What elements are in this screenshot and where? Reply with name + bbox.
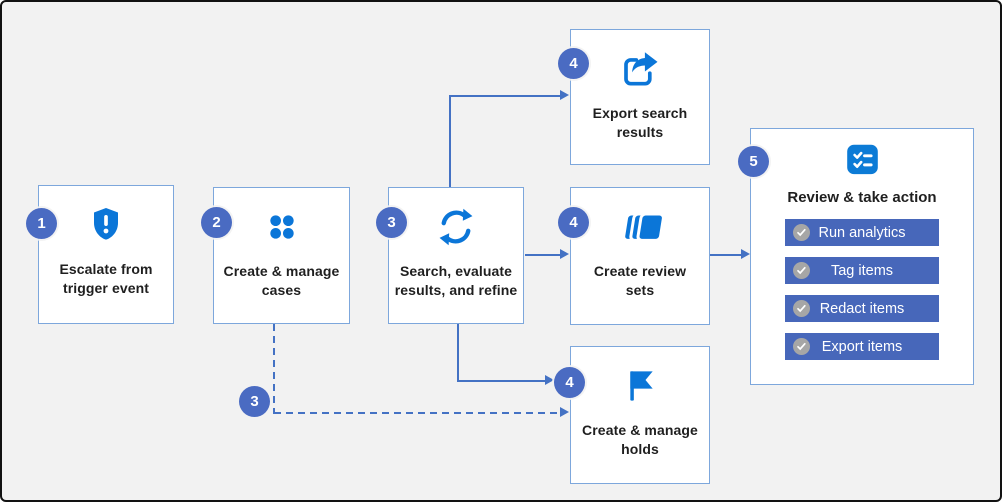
node-label: Create & manage holds — [582, 422, 698, 457]
review-take-action-title: Review & take action — [787, 189, 937, 206]
node-export-search-results: Export search results — [570, 29, 710, 165]
checklist-icon — [844, 141, 881, 179]
step-badge-2: 2 — [201, 207, 232, 238]
step-badge-1: 1 — [26, 208, 57, 239]
step-badge-3: 3 — [376, 207, 407, 238]
flag-icon — [620, 363, 660, 409]
node-create-manage-cases: Create & manage cases — [213, 187, 350, 324]
connector-search-to-holds-horizontal — [457, 380, 545, 382]
action-label: Redact items — [819, 300, 905, 317]
grid-dots-icon — [262, 204, 302, 250]
node-escalate-from-trigger-event: Escalate from trigger event — [38, 185, 174, 324]
node-label: Search, evaluate results, and refine — [394, 263, 518, 298]
node-label: Export search results — [592, 105, 688, 140]
arrowhead-to-holds — [545, 375, 554, 385]
action-label: Run analytics — [818, 224, 906, 241]
action-label: Tag items — [830, 262, 894, 279]
check-circle-icon — [793, 224, 810, 241]
connector-search-to-export-vertical — [449, 96, 451, 188]
stacked-cards-icon — [618, 204, 662, 250]
node-label: Escalate from trigger event — [59, 261, 153, 296]
action-label: Export items — [821, 338, 903, 355]
node-search-evaluate-refine: Search, evaluate results, and refine — [388, 187, 524, 324]
node-review-take-action: Review & take action Run analytics Tag i… — [750, 128, 974, 385]
connector-reviewsets-to-review — [710, 254, 741, 256]
check-circle-icon — [793, 262, 810, 279]
step-badge-5: 5 — [738, 146, 769, 177]
step-badge-4-reviewsets: 4 — [558, 207, 589, 238]
step-badge-4-holds: 4 — [554, 367, 585, 398]
step-badge-3-dashed-connector: 3 — [239, 386, 270, 417]
connector-search-to-holds-vertical — [457, 324, 459, 381]
step-badge-4-export: 4 — [558, 48, 589, 79]
share-export-icon — [619, 46, 661, 92]
connector-search-to-reviewsets — [525, 254, 560, 256]
shield-alert-icon — [86, 202, 126, 248]
arrowhead-to-review-sets — [560, 249, 569, 259]
node-label: Create review sets — [593, 263, 687, 298]
node-create-manage-holds: Create & manage holds — [570, 346, 710, 484]
arrowhead-to-review-action — [741, 249, 750, 259]
dashed-connector-cases-to-holds-vertical — [273, 324, 275, 414]
arrowhead-dashed-to-holds — [560, 407, 569, 417]
connector-search-to-export-horizontal — [449, 95, 560, 97]
check-circle-icon — [793, 338, 810, 355]
tag-items-button: Tag items — [785, 257, 939, 284]
review-actions-list: Run analytics Tag items Redact items Exp… — [785, 219, 939, 360]
node-create-review-sets: Create review sets — [570, 187, 710, 325]
run-analytics-button: Run analytics — [785, 219, 939, 246]
arrowhead-to-export-search — [560, 90, 569, 100]
redact-items-button: Redact items — [785, 295, 939, 322]
node-label: Create & manage cases — [223, 263, 340, 298]
dashed-connector-cases-to-holds-horizontal — [274, 412, 560, 414]
export-items-button: Export items — [785, 333, 939, 360]
sync-icon — [435, 204, 477, 250]
check-circle-icon — [793, 300, 810, 317]
